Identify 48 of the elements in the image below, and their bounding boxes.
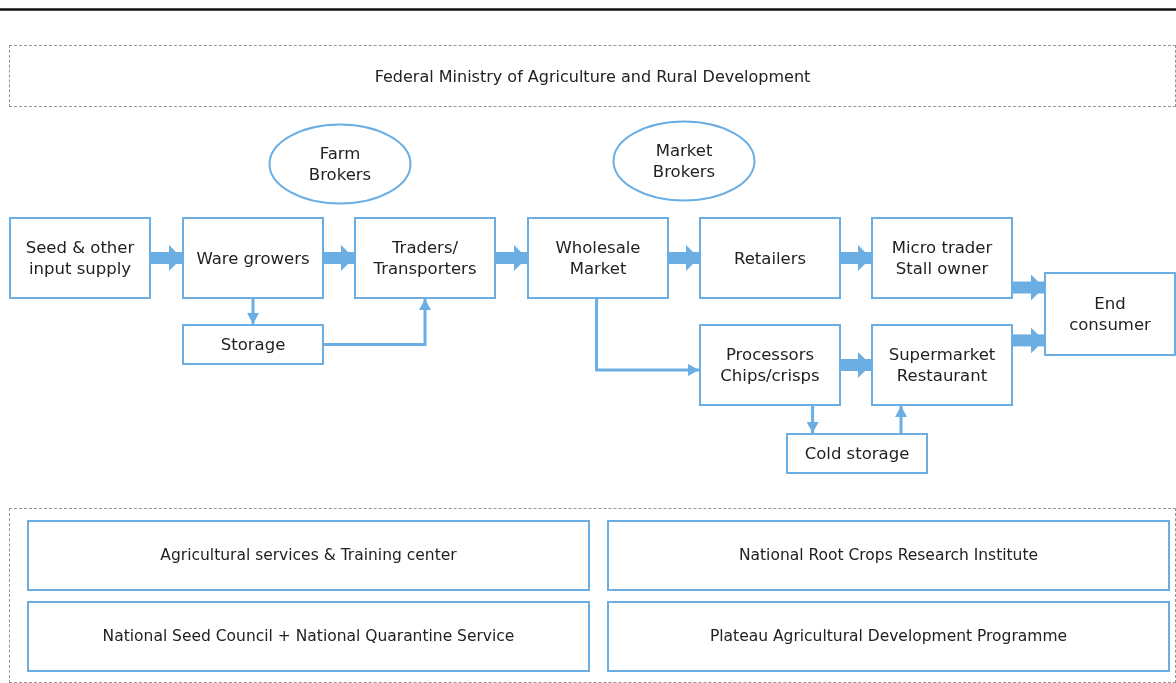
- process-box: [786, 433, 928, 474]
- arrow: [595, 299, 699, 376]
- block-arrow: [1013, 327, 1044, 354]
- box-label: Cold storage: [804, 443, 910, 464]
- box-label: Ware growers: [196, 247, 310, 269]
- box-label: National Seed Council + National Quarantine Service: [102, 626, 515, 647]
- box-label: Retailers: [733, 247, 807, 269]
- box-label: National Root Crops Research Institute: [738, 545, 1039, 566]
- block-arrow: [841, 352, 871, 378]
- process-box: [527, 217, 669, 299]
- process-box: [871, 217, 1013, 299]
- box-label: Processors Chips/crisps: [719, 344, 821, 386]
- process-box: [182, 324, 324, 365]
- arrow: [247, 299, 259, 324]
- process-box: [27, 601, 590, 672]
- block-arrow: [669, 245, 699, 271]
- process-box: [607, 601, 1170, 672]
- process-box: [182, 217, 324, 299]
- arrow: [895, 406, 907, 433]
- box-label: Plateau Agricultural Development Programme: [709, 626, 1068, 647]
- box-label: Micro trader Stall owner: [890, 237, 994, 279]
- box-label: Agricultural services & Training center: [160, 545, 457, 566]
- process-box: [871, 324, 1013, 406]
- box-label: Federal Ministry of Agriculture and Rural Development: [374, 66, 811, 86]
- process-box: [699, 324, 841, 406]
- process-box: [27, 520, 590, 591]
- box-label: Wholesale Market: [554, 237, 642, 279]
- block-arrow: [324, 245, 354, 271]
- block-arrow: [496, 245, 527, 271]
- dashed-banner: [9, 45, 1176, 107]
- box-label: Storage: [220, 334, 286, 355]
- box-label: Seed & other input supply: [24, 237, 136, 279]
- block-arrow: [1013, 274, 1044, 301]
- dashed-container: [9, 508, 1176, 683]
- box-label: Traders/ Transporters: [372, 237, 478, 279]
- block-arrow: [151, 245, 182, 271]
- process-box: [1044, 272, 1176, 356]
- process-box: [607, 520, 1170, 591]
- box-label: End consumer: [1068, 293, 1152, 335]
- process-box: [354, 217, 496, 299]
- ellipse-label: Farm Brokers: [307, 143, 373, 185]
- box-label: Supermarket Restaurant: [887, 344, 997, 386]
- arrow: [324, 299, 431, 346]
- block-arrow: [841, 245, 871, 271]
- arrow: [806, 406, 819, 433]
- process-box: [699, 217, 841, 299]
- ellipse-label: Market Brokers: [651, 140, 717, 182]
- process-box: [9, 217, 151, 299]
